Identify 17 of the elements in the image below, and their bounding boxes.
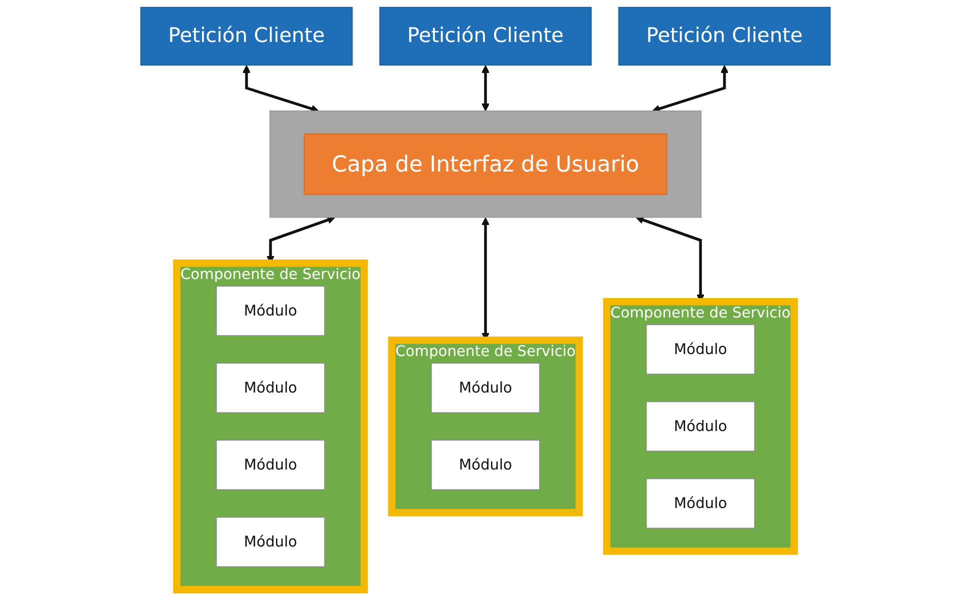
node-box: Módulo bbox=[646, 478, 756, 529]
node-box: Módulo bbox=[216, 516, 326, 568]
node-box: Petición Cliente bbox=[140, 6, 353, 66]
node-box: Módulo bbox=[646, 401, 756, 452]
node-box: Capa de Interfaz de Usuario bbox=[304, 133, 668, 195]
node-box: Petición Cliente bbox=[618, 6, 831, 66]
node-box: Petición Cliente bbox=[379, 6, 592, 66]
node-box: Módulo bbox=[430, 362, 540, 414]
node-box: Módulo bbox=[430, 440, 540, 490]
cluster bbox=[269, 110, 702, 218]
arrow bbox=[652, 65, 728, 113]
node-box: Módulo bbox=[646, 324, 756, 375]
node-box: Módulo bbox=[216, 362, 326, 414]
node-box: Módulo bbox=[216, 440, 326, 490]
node-box: Módulo bbox=[216, 286, 326, 336]
arrow bbox=[242, 65, 319, 113]
arrow bbox=[481, 65, 490, 112]
